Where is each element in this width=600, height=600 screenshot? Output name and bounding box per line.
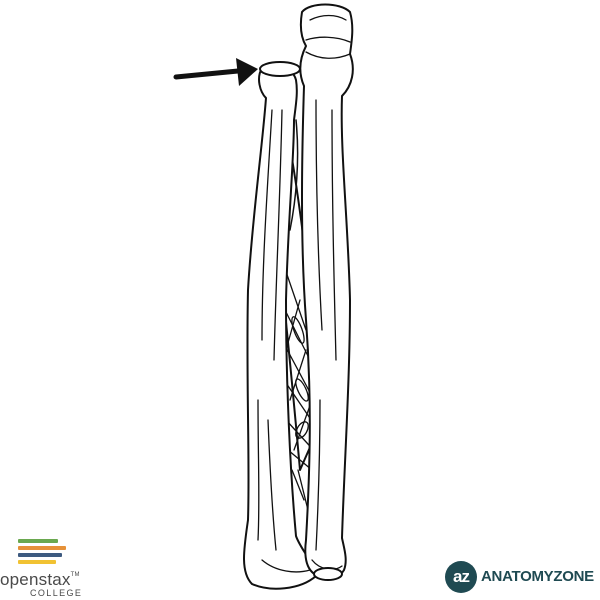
openstax-bar-orange [18, 546, 66, 550]
anatomyzone-badge-icon: az [445, 561, 477, 593]
openstax-trademark: TM [71, 572, 80, 578]
openstax-subtitle: COLLEGE [30, 588, 82, 598]
openstax-bar-green [18, 539, 58, 543]
ulna-bone [300, 5, 352, 579]
openstax-logo-bars [18, 539, 70, 569]
head-of-radius [260, 62, 300, 76]
openstax-bar-yellow [18, 560, 56, 564]
openstax-college-logo: openstaxTM COLLEGE [0, 532, 100, 600]
head-of-ulna [314, 568, 342, 580]
openstax-bar-blue [18, 553, 62, 557]
pointer-arrow [176, 58, 258, 86]
anatomyzone-logo: az ANATOMYZONE [445, 560, 600, 594]
anatomyzone-wordmark: ANATOMYZONE [481, 568, 594, 585]
openstax-wordmark: openstaxTM [0, 570, 80, 590]
